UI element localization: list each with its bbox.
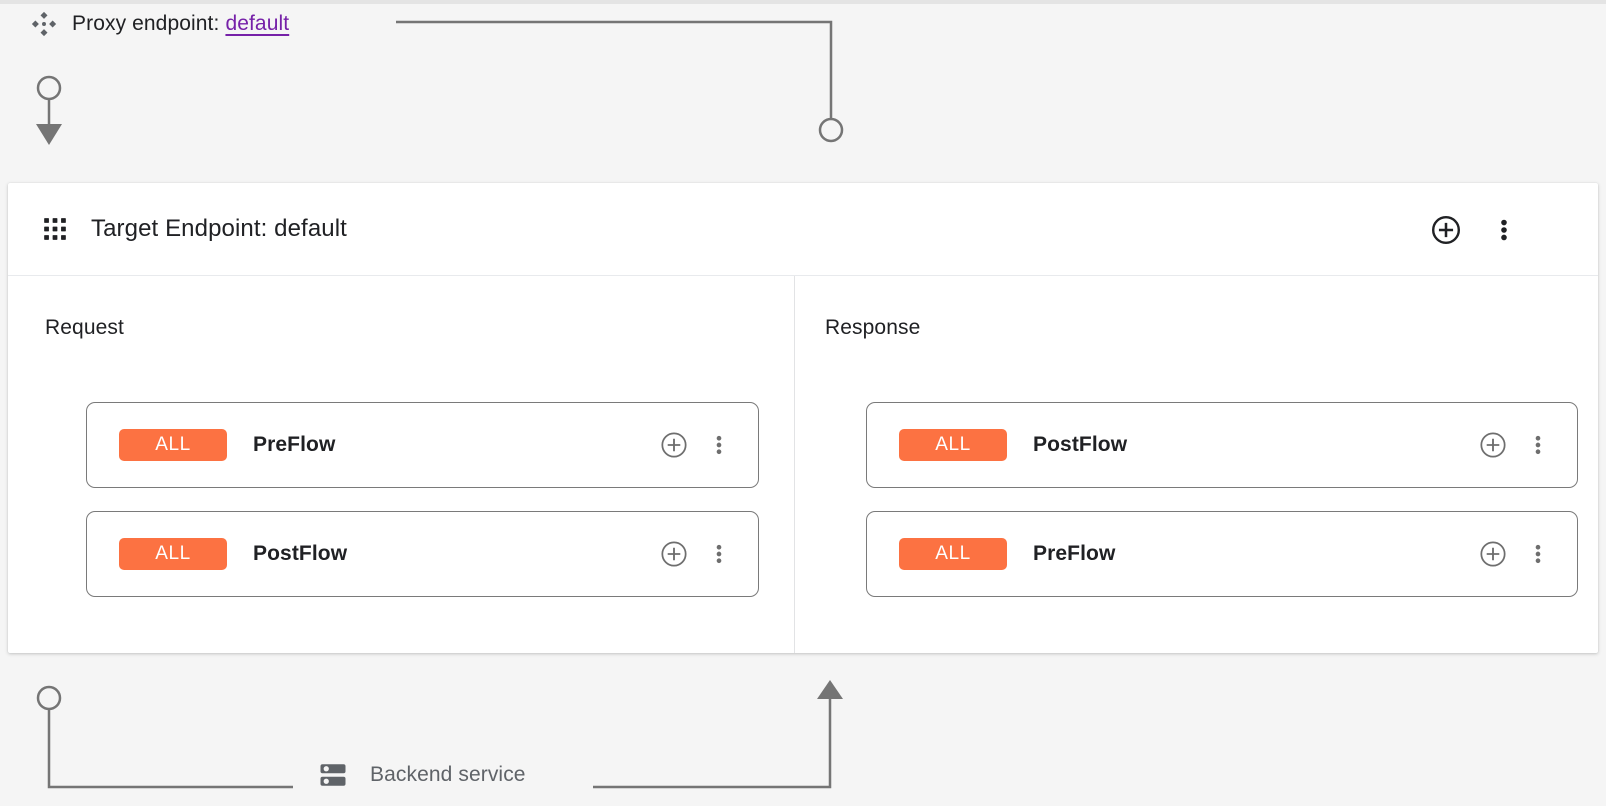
top-edge-strip [0, 0, 1606, 4]
proxy-target-junction-circle [818, 117, 844, 143]
server-stack-icon [320, 764, 346, 786]
flow-label: PreFlow [1033, 542, 1116, 565]
more-vert-icon[interactable] [1492, 214, 1516, 246]
flow-card-request-preflow[interactable]: ALL PreFlow [86, 402, 759, 488]
backend-to-target-wire [593, 696, 832, 789]
target-endpoint-actions [1430, 183, 1598, 276]
target-endpoint-panel: Target Endpoint: default Request Respons… [8, 183, 1598, 653]
proxy-to-target-wire [396, 20, 833, 120]
response-column-label: Response [825, 316, 921, 339]
flow-card-request-postflow[interactable]: ALL PostFlow [86, 511, 759, 597]
flow-card-response-preflow[interactable]: ALL PreFlow [866, 511, 1578, 597]
proxy-endpoint-header: Proxy endpoint:default [30, 6, 289, 42]
page-title: Target Endpoint: default [91, 215, 347, 242]
backend-service-node[interactable]: Backend service [318, 752, 526, 798]
target-bottom-circle [36, 685, 62, 711]
diamond-cluster-icon [31, 11, 57, 37]
add-circle-icon[interactable] [1479, 431, 1507, 459]
request-column-label: Request [45, 316, 124, 339]
apps-grid-icon [44, 218, 66, 240]
flow-card-response-postflow[interactable]: ALL PostFlow [866, 402, 1578, 488]
add-circle-icon[interactable] [1430, 214, 1462, 246]
add-circle-icon[interactable] [660, 431, 688, 459]
flow-badge: ALL [119, 429, 227, 461]
flow-card-actions [1479, 540, 1577, 568]
flow-label: PostFlow [1033, 433, 1128, 456]
more-vert-icon[interactable] [1527, 540, 1549, 568]
proxy-down-start-circle [36, 75, 62, 101]
proxy-endpoint-title: Proxy endpoint:default [72, 12, 289, 36]
flow-badge: ALL [899, 429, 1007, 461]
column-divider [794, 276, 795, 653]
backend-service-label: Backend service [370, 763, 526, 786]
proxy-endpoint-link[interactable]: default [225, 12, 290, 35]
flow-card-actions [660, 540, 758, 568]
flow-badge: ALL [899, 538, 1007, 570]
backend-return-arrowhead [817, 680, 843, 699]
flow-label: PreFlow [253, 433, 336, 456]
more-vert-icon[interactable] [1527, 431, 1549, 459]
more-vert-icon[interactable] [708, 540, 730, 568]
more-vert-icon[interactable] [708, 431, 730, 459]
proxy-down-arrowhead [36, 124, 62, 145]
flow-label: PostFlow [253, 542, 348, 565]
target-endpoint-header: Target Endpoint: default [8, 183, 1598, 276]
target-to-backend-wire [47, 709, 293, 789]
flow-card-actions [1479, 431, 1577, 459]
add-circle-icon[interactable] [660, 540, 688, 568]
flow-card-actions [660, 431, 758, 459]
add-circle-icon[interactable] [1479, 540, 1507, 568]
flow-badge: ALL [119, 538, 227, 570]
proxy-endpoint-label: Proxy endpoint: [72, 12, 220, 35]
